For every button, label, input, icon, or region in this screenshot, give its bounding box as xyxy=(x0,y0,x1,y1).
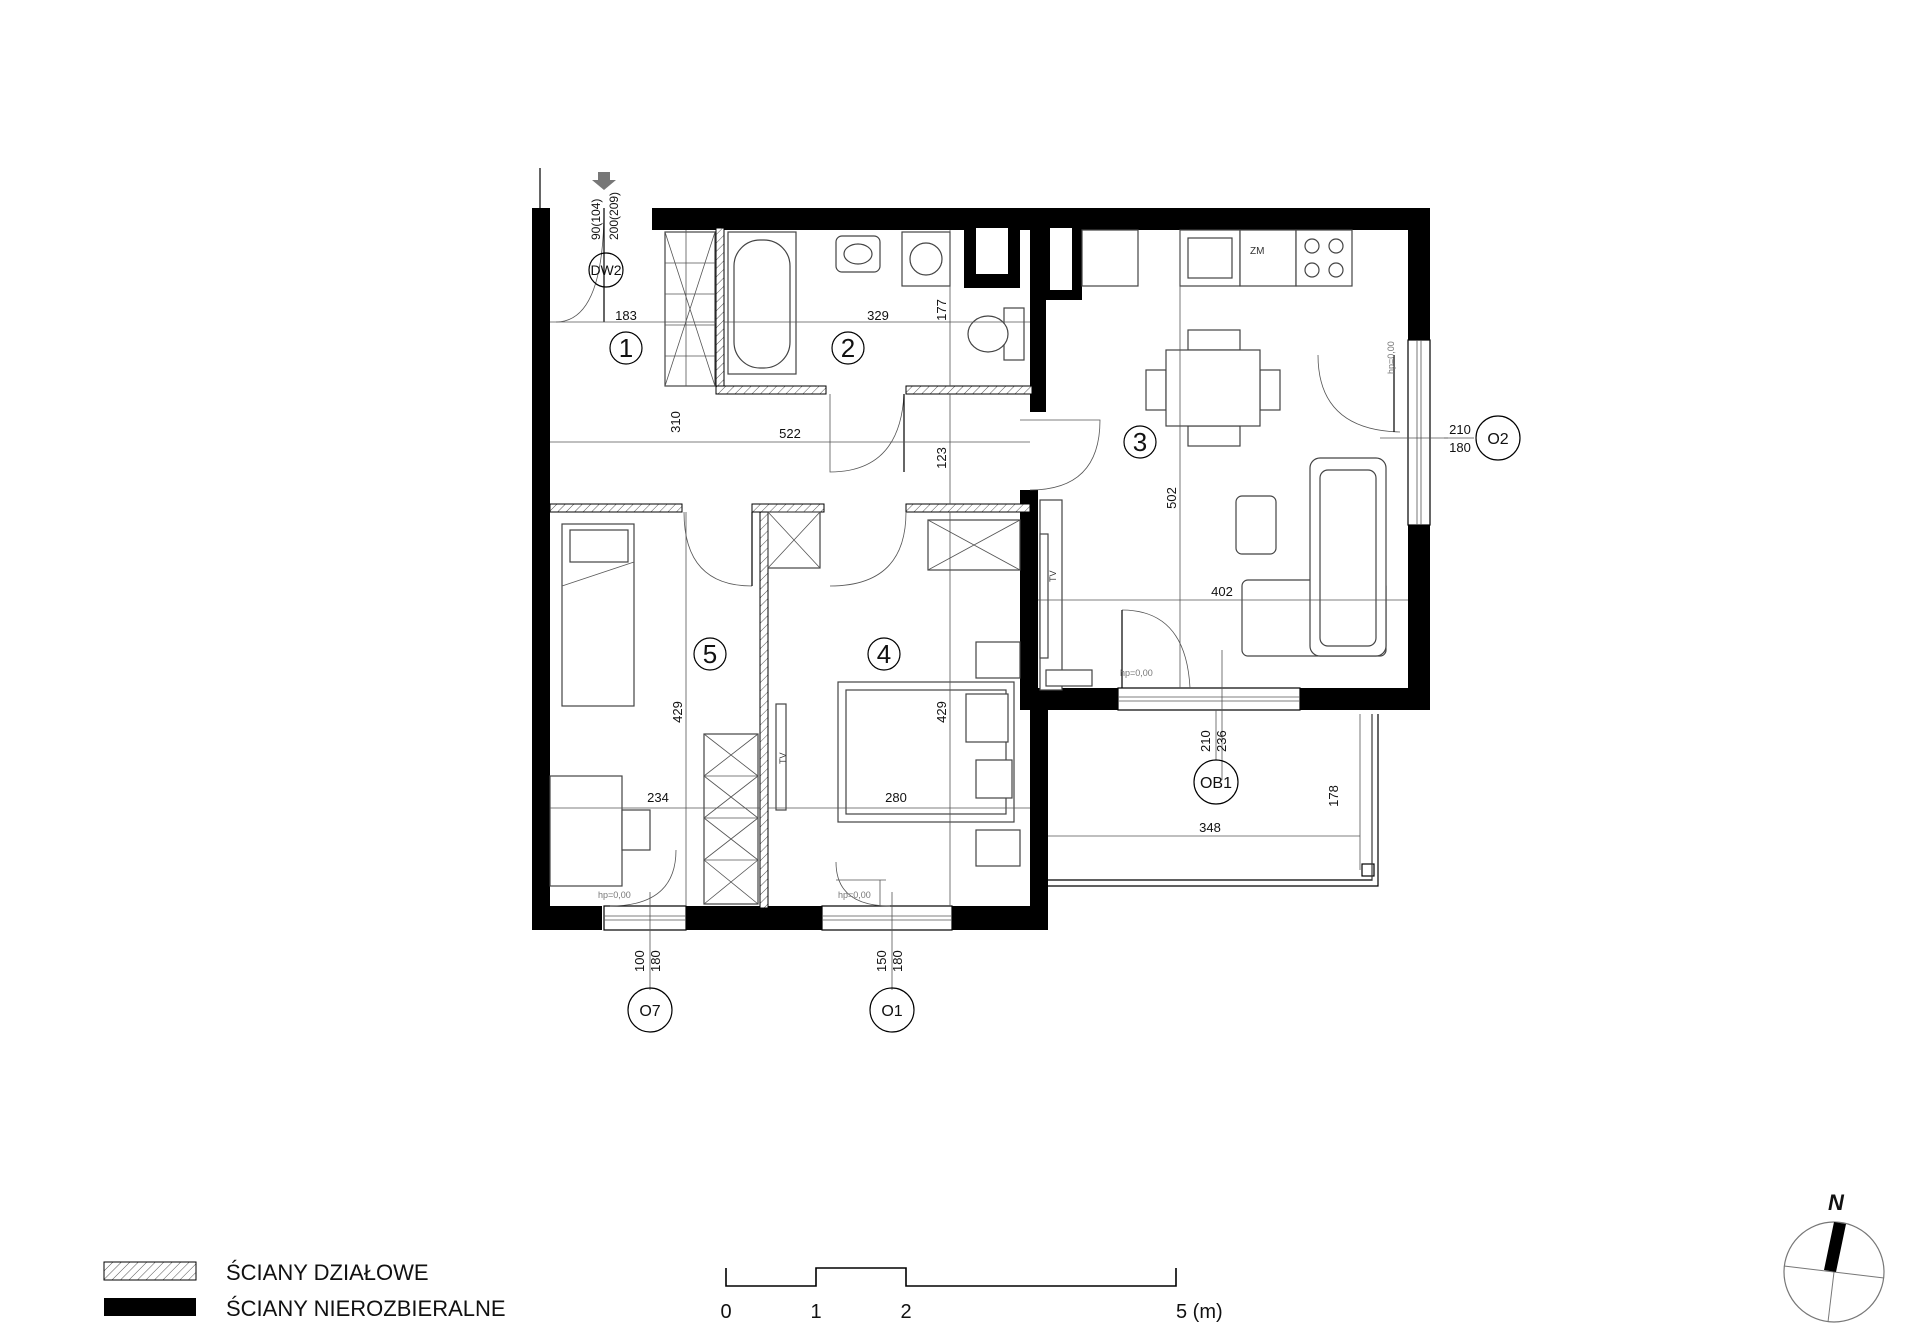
windows xyxy=(603,339,1431,931)
room-4-width: 280 xyxy=(885,790,907,805)
room-5-depth: 429 xyxy=(670,701,685,723)
room-numbers: 1 2 3 4 5 xyxy=(609,331,1157,671)
room-1-width: 183 xyxy=(615,308,637,323)
opening-o1-bottom: 180 xyxy=(890,950,905,972)
balcony-depth: 178 xyxy=(1326,785,1341,807)
opening-o7-bottom: 180 xyxy=(648,950,663,972)
dimension-lines xyxy=(550,230,1448,990)
legend-structural-label: ŚCIANY NIEROZBIERALNE xyxy=(226,1296,506,1321)
north-arrow: N xyxy=(1783,1190,1885,1323)
fridge-label: ZM xyxy=(1250,246,1264,257)
scale-tick-2: 2 xyxy=(900,1301,911,1323)
opening-o1-top: 150 xyxy=(874,950,889,972)
threshold-note-living: hp=0,00 xyxy=(1120,668,1153,678)
room-1-number: 1 xyxy=(619,333,633,363)
opening-o7-id: O7 xyxy=(639,1003,660,1020)
room-5-number: 5 xyxy=(703,639,717,669)
room-3-depth: 502 xyxy=(1164,487,1179,509)
opening-o1-id: O1 xyxy=(881,1003,902,1020)
threshold-note-room4: hp=0,00 xyxy=(838,890,871,900)
scale-tick-5: 5 (m) xyxy=(1176,1301,1223,1323)
opening-dw2-id: DW2 xyxy=(590,262,621,278)
tv-label-bedroom: TV xyxy=(778,752,788,764)
structural-walls xyxy=(532,208,1430,930)
scale-bar: 0 1 2 5 (m) xyxy=(720,1267,1223,1323)
corridor-length: 522 xyxy=(779,426,801,441)
partition-wall-swatch xyxy=(103,1261,197,1281)
fixtures-and-furniture: ZM TV TV xyxy=(549,229,1387,906)
scale-tick-0: 0 xyxy=(720,1301,731,1323)
opening-o2-id: O2 xyxy=(1487,431,1508,448)
room-4-number: 4 xyxy=(877,639,891,669)
north-label: N xyxy=(1828,1190,1845,1215)
opening-o2-bottom: 180 xyxy=(1449,440,1471,455)
north-needle-icon xyxy=(1824,1222,1846,1272)
room-2-depth: 177 xyxy=(934,299,949,321)
room-3-width: 402 xyxy=(1211,584,1233,599)
opening-ob1-top: 210 xyxy=(1198,730,1213,752)
room-2-number: 2 xyxy=(841,333,855,363)
tv-label-living: TV xyxy=(1048,570,1058,582)
opening-ob1-bottom: 236 xyxy=(1214,730,1229,752)
legend-partition-label: ŚCIANY DZIAŁOWE xyxy=(226,1260,429,1285)
legend: ŚCIANY DZIAŁOWE ŚCIANY NIEROZBIERALNE xyxy=(103,1260,506,1321)
dimension-labels: 183 329 310 177 522 123 502 402 429 234 … xyxy=(615,299,1341,835)
doors xyxy=(539,168,1401,907)
room-5-width: 234 xyxy=(647,790,669,805)
opening-o2-top: 210 xyxy=(1449,422,1471,437)
partition-walls xyxy=(549,227,1033,909)
structural-wall-swatch xyxy=(104,1298,196,1316)
room-4-depth: 429 xyxy=(934,701,949,723)
opening-ob1-id: OB1 xyxy=(1200,775,1232,792)
opening-dw2-bottom: 200(209) xyxy=(607,192,621,240)
opening-o7-top: 100 xyxy=(632,950,647,972)
room-1-depth: 310 xyxy=(668,411,683,433)
threshold-note-o2: hp=0,00 xyxy=(1386,341,1396,374)
corridor-depth: 123 xyxy=(934,447,949,469)
room-3-number: 3 xyxy=(1133,427,1147,457)
threshold-note-room5: hp=0,00 xyxy=(598,890,631,900)
opening-tags: DW2 90(104) 200(209) O2 210 180 OB1 210 … xyxy=(588,172,1521,1033)
scale-tick-1: 1 xyxy=(810,1301,821,1323)
balcony-width: 348 xyxy=(1199,820,1221,835)
room-2-width: 329 xyxy=(867,308,889,323)
opening-dw2-top: 90(104) xyxy=(589,199,603,240)
